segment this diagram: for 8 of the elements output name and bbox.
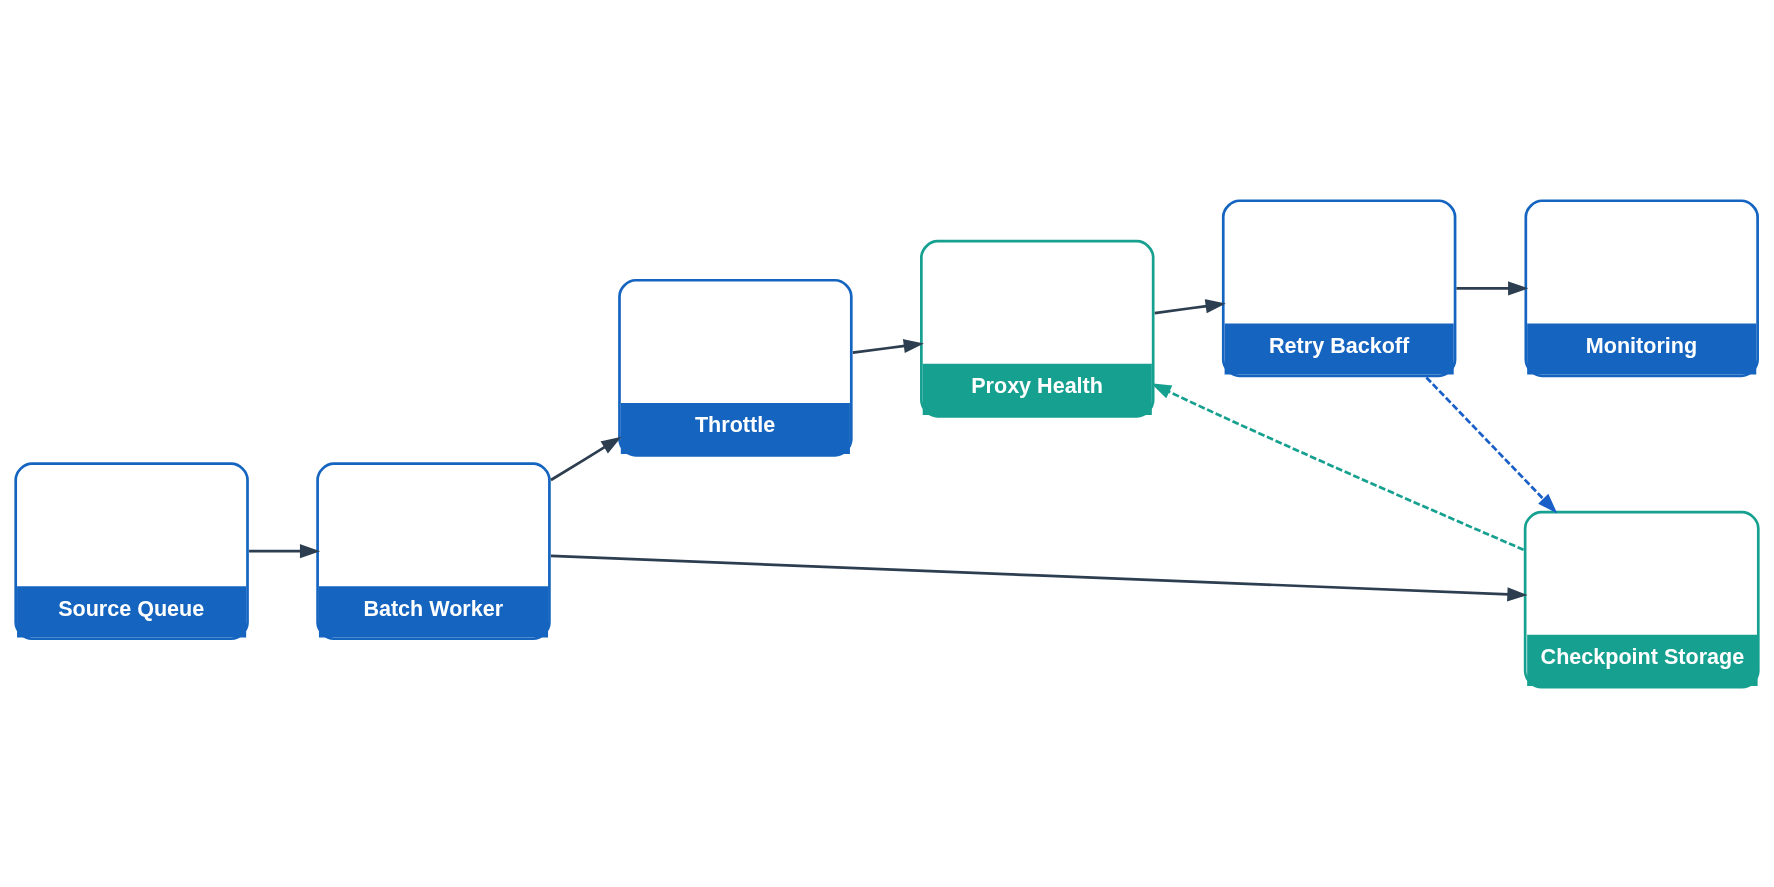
arrow — [550, 553, 1528, 601]
arrow — [249, 543, 321, 558]
arrow — [852, 338, 924, 354]
arrow — [1151, 382, 1525, 551]
arrow — [1456, 280, 1529, 295]
arrow — [1154, 298, 1226, 314]
arrow — [550, 436, 622, 481]
arrow — [1425, 376, 1558, 513]
